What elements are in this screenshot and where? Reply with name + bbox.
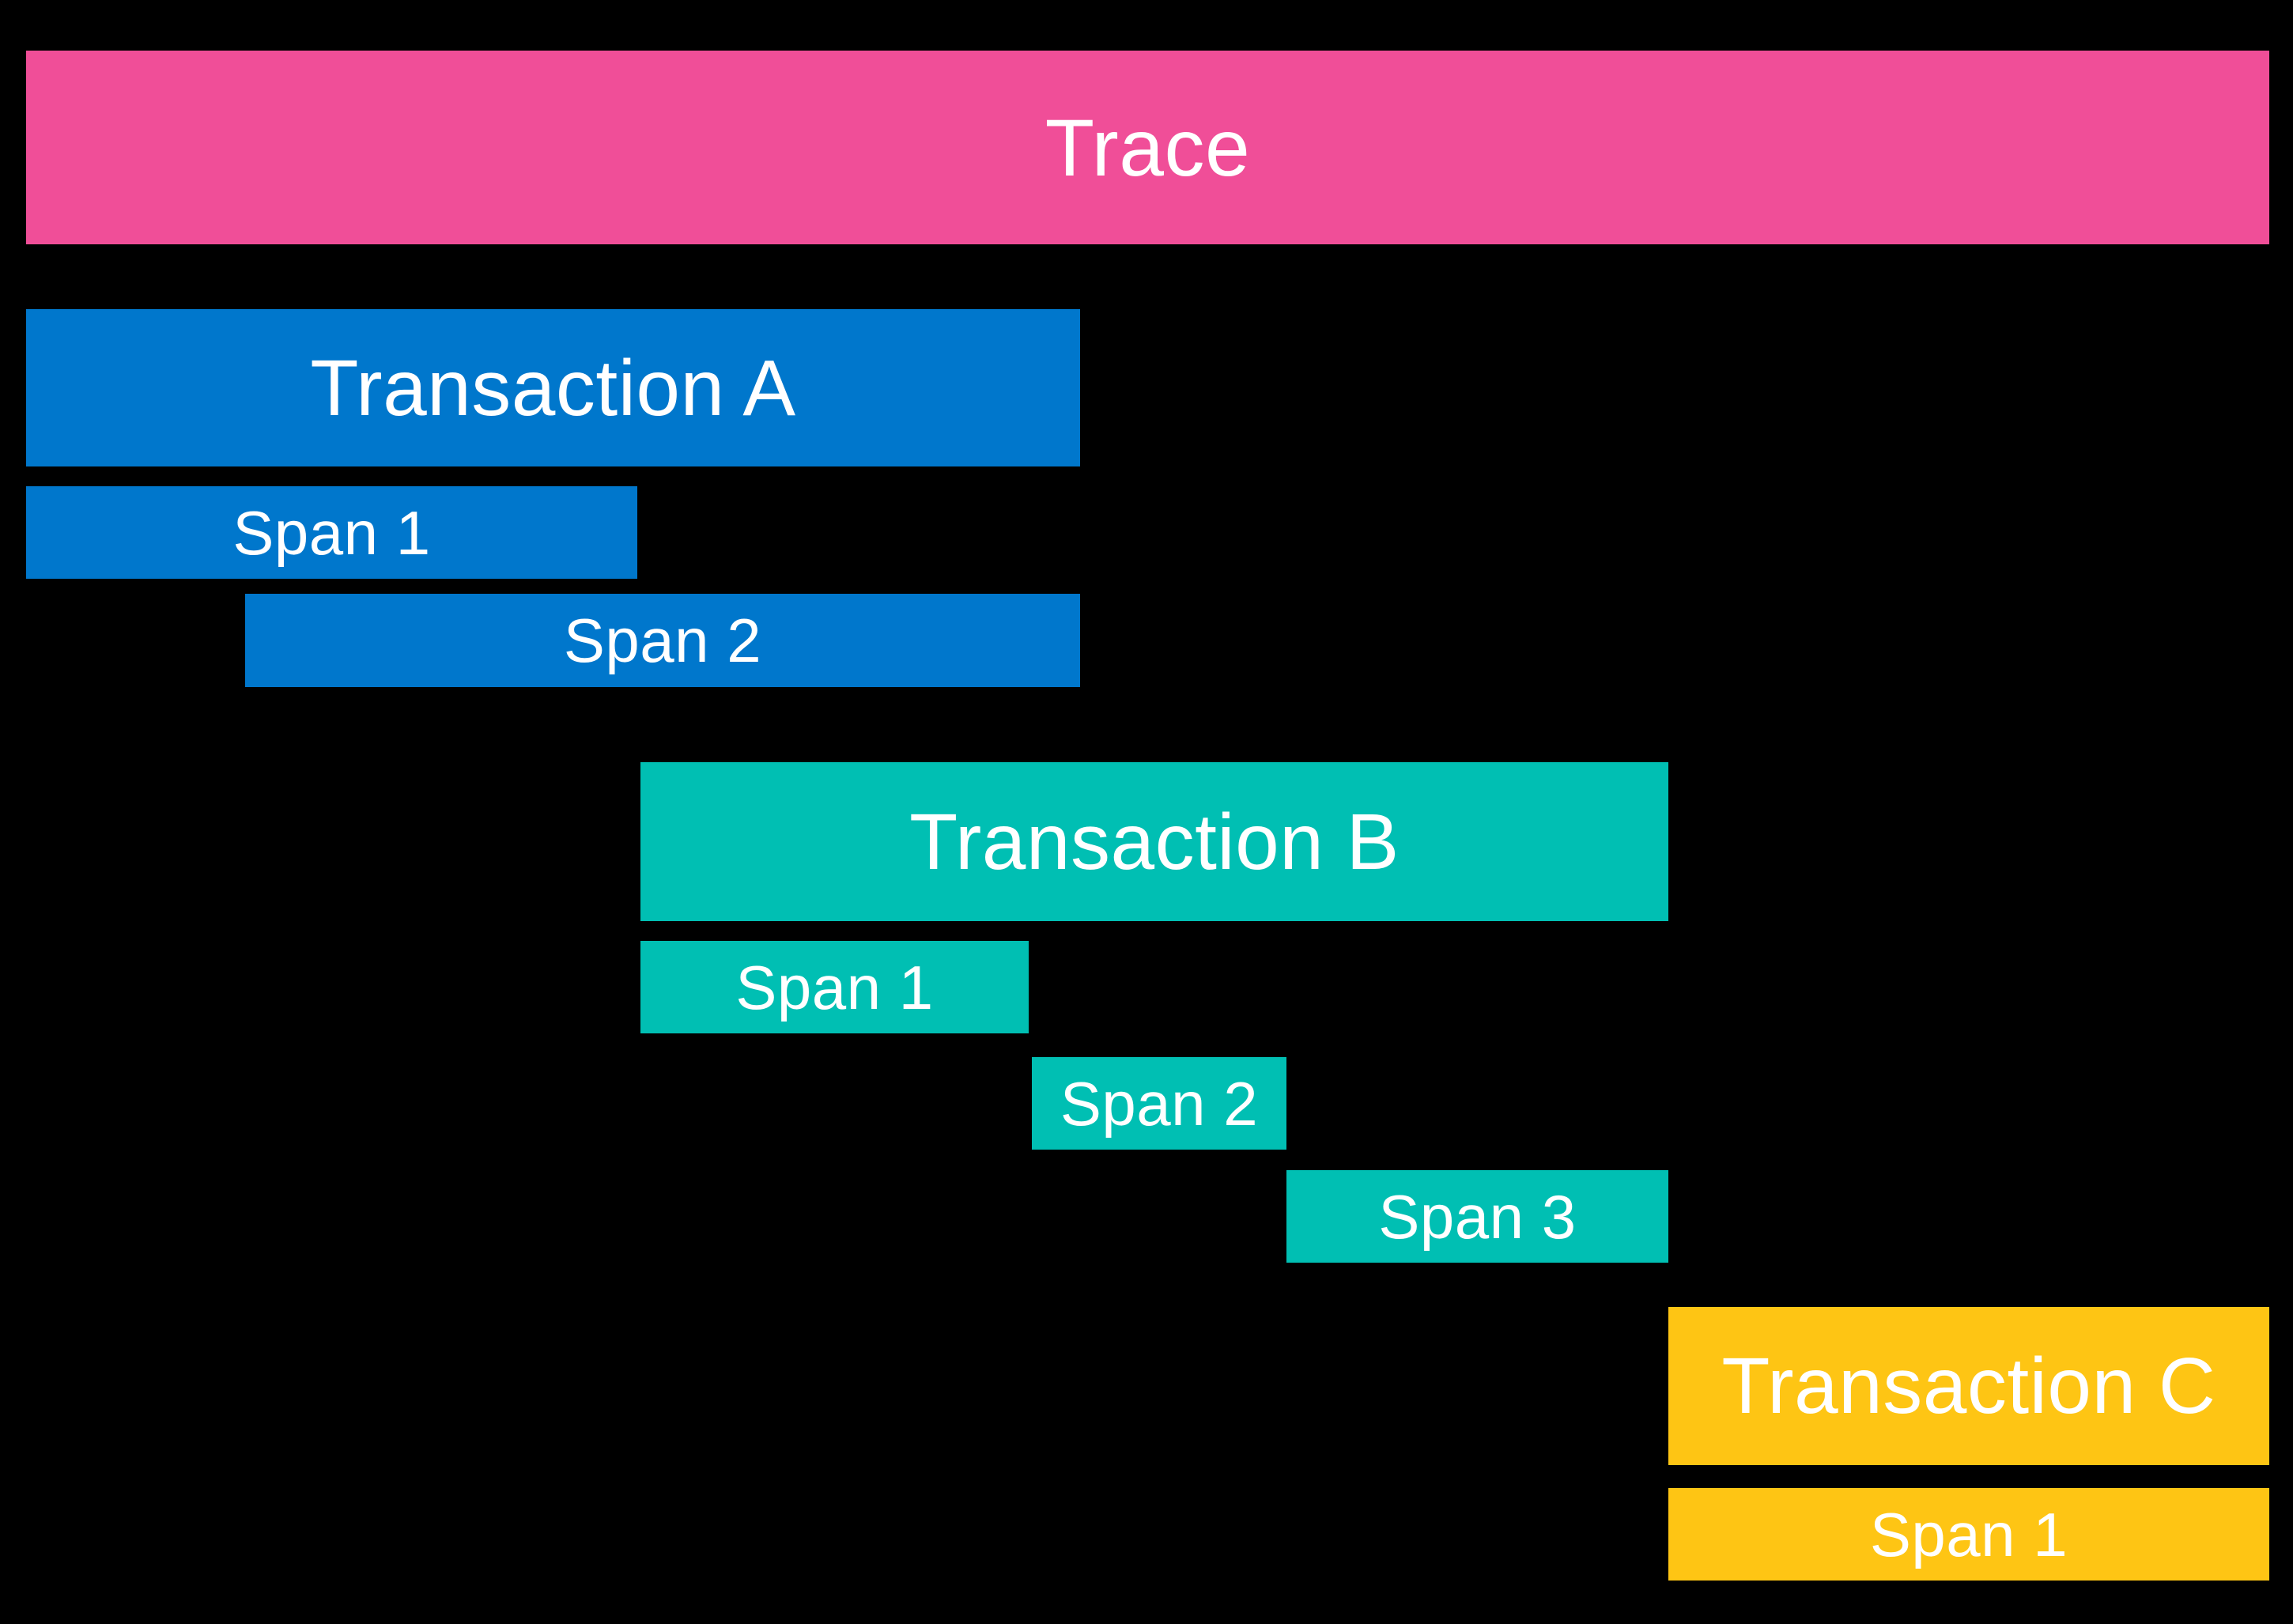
transaction-a-span-1-label: Span 1	[232, 497, 431, 568]
transaction-c-bar: Transaction C	[1668, 1307, 2269, 1465]
trace-label: Trace	[1045, 102, 1251, 193]
transaction-b-span-2-bar: Span 2	[1032, 1057, 1286, 1150]
transaction-a-span-1-bar: Span 1	[26, 486, 637, 579]
transaction-a-span-2-bar: Span 2	[245, 594, 1080, 687]
transaction-b-span-3-bar: Span 3	[1286, 1170, 1668, 1263]
transaction-a-span-2-label: Span 2	[563, 606, 762, 675]
transaction-b-bar: Transaction B	[640, 762, 1668, 921]
transaction-b-span-1-label: Span 1	[735, 952, 934, 1022]
transaction-a-label: Transaction A	[310, 343, 796, 432]
transaction-b-span-3-label: Span 3	[1378, 1181, 1577, 1252]
transaction-b-span-1-bar: Span 1	[640, 941, 1029, 1033]
transaction-b-label: Transaction B	[909, 797, 1400, 886]
transaction-c-label: Transaction C	[1721, 1342, 2216, 1430]
transaction-b-span-2-label: Span 2	[1060, 1068, 1259, 1139]
trace-bar: Trace	[26, 51, 2269, 244]
transaction-a-bar: Transaction A	[26, 309, 1080, 466]
transaction-c-span-1-bar: Span 1	[1668, 1488, 2269, 1581]
transaction-c-span-1-label: Span 1	[1869, 1499, 2068, 1569]
